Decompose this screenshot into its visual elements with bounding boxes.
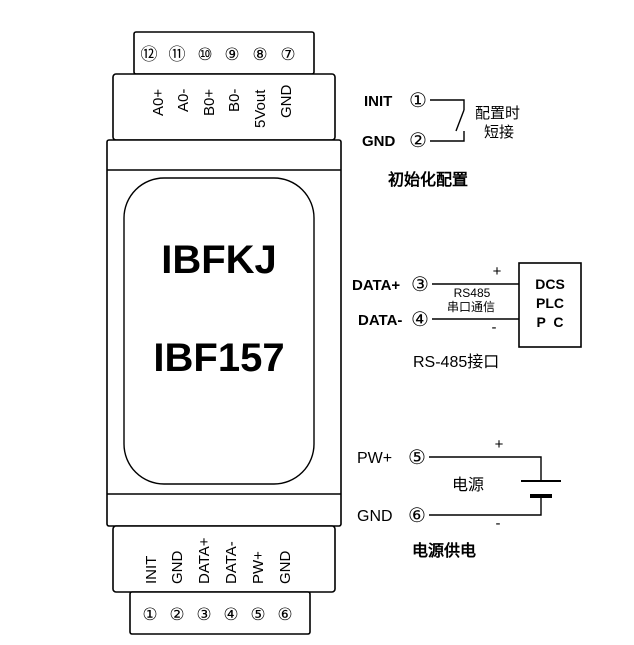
- terminal-2-number: ②: [169, 605, 184, 624]
- init-pin-label: INIT: [364, 93, 392, 110]
- host-box-line2: PLC: [536, 295, 564, 311]
- pw-gnd-label: GND: [357, 508, 393, 525]
- rs485-section: DATA+ ③ DATA- ④ + - RS485 串口通信 DCS PLC P…: [352, 262, 582, 371]
- data-minus-label: DATA-: [358, 312, 402, 329]
- power-source-label: 电源: [452, 476, 484, 494]
- terminal-7-number: ⑦: [280, 45, 295, 64]
- pw-gnd-number: ⑥: [408, 505, 426, 527]
- power-minus-sign: -: [496, 515, 501, 532]
- data-minus-number: ④: [411, 309, 429, 331]
- bottom-terminal-numbers: ① ② ③ ④ ⑤ ⑥: [142, 605, 292, 624]
- init-note-line1: 配置时: [475, 105, 520, 122]
- gnd-pin-number: ②: [409, 130, 427, 152]
- terminal-4-number: ④: [223, 605, 238, 624]
- init-pin-number: ①: [409, 90, 427, 112]
- terminal-11-number: ⑪: [169, 45, 186, 64]
- power-caption: 电源供电: [412, 541, 476, 560]
- init-caption: 初始化配置: [388, 170, 468, 189]
- battery-symbol: [521, 480, 561, 498]
- terminal-12-number: ⑫: [141, 45, 158, 64]
- device-module: [106, 31, 342, 635]
- terminal-6-label: GND: [277, 551, 294, 585]
- host-box-line3: P C: [537, 314, 564, 330]
- host-box-line1: DCS: [535, 276, 565, 292]
- top-terminal-labels: A0+ A0- B0+ B0- 5Vout GND: [150, 85, 295, 129]
- front-label-window: [123, 177, 315, 485]
- terminal-4-label: DATA-: [223, 541, 240, 584]
- terminal-10-label: B0+: [201, 89, 218, 116]
- data-plus-label: DATA+: [352, 277, 400, 294]
- terminal-6-number: ⑥: [277, 605, 292, 624]
- brand-text: IBFKJ: [161, 238, 277, 282]
- init-switch-wiring: [430, 99, 465, 142]
- host-device-box: [518, 262, 582, 348]
- rs485-wire-label1: RS485: [454, 286, 491, 300]
- init-config-section: INIT ① GND ② 配置时 短接 初始化配置: [362, 90, 520, 189]
- pw-plus-number: ⑤: [408, 447, 426, 469]
- terminal-10-number: ⑩: [197, 45, 212, 64]
- terminal-3-number: ③: [196, 605, 211, 624]
- terminal-7-label: GND: [278, 85, 295, 119]
- terminal-1-number: ①: [142, 605, 157, 624]
- terminal-11-label: A0-: [175, 89, 192, 112]
- rs485-wires: [432, 283, 519, 320]
- power-wires: [429, 456, 542, 516]
- bottom-terminal-block: [129, 591, 311, 635]
- terminal-9-label: B0-: [226, 89, 243, 112]
- power-plus-sign: +: [495, 436, 504, 453]
- init-note-line2: 短接: [484, 124, 514, 141]
- top-terminal-numbers: ⑫ ⑪ ⑩ ⑨ ⑧ ⑦: [141, 45, 296, 64]
- bottom-terminal-labels: INIT GND DATA+ DATA- PW+ GND: [143, 537, 294, 584]
- terminal-8-number: ⑧: [252, 45, 267, 64]
- terminal-9-number: ⑨: [224, 45, 239, 64]
- data-plus-number: ③: [411, 274, 429, 296]
- pw-plus-label: PW+: [357, 450, 392, 467]
- terminal-5-label: PW+: [250, 551, 267, 584]
- top-label-panel: [112, 73, 336, 141]
- terminal-5-number: ⑤: [250, 605, 265, 624]
- terminal-12-label: A0+: [150, 89, 167, 116]
- terminal-2-label: GND: [169, 551, 186, 585]
- rs485-wire-label2: 串口通信: [447, 300, 495, 314]
- power-section: PW+ ⑤ GND ⑥ + - 电源 电源供电: [357, 436, 561, 560]
- model-text: IBF157: [153, 336, 284, 380]
- terminal-3-label: DATA+: [196, 537, 213, 584]
- rs485-minus-sign: -: [492, 319, 497, 336]
- terminal-8-label: 5Vout: [252, 89, 269, 128]
- gnd-pin-label: GND: [362, 133, 396, 150]
- terminal-1-label: INIT: [143, 556, 160, 584]
- rs485-caption: RS-485接口: [413, 353, 499, 371]
- rs485-plus-sign: +: [493, 263, 502, 280]
